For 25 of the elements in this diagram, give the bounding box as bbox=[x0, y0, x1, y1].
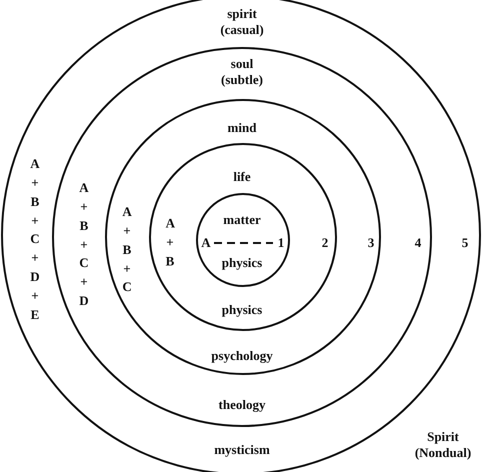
ring-label: life bbox=[233, 168, 251, 186]
ring-circle bbox=[196, 193, 290, 287]
ring-number: 5 bbox=[462, 234, 468, 252]
formula-stack: A + B bbox=[166, 214, 174, 270]
ring-number: 2 bbox=[322, 234, 328, 252]
ring-label: spirit (casual) bbox=[219, 6, 265, 38]
ring-label: matter bbox=[223, 212, 261, 228]
ring-number: 4 bbox=[414, 234, 422, 252]
ring-label: physics bbox=[222, 254, 262, 272]
formula-stack: A + B + C + D bbox=[79, 179, 89, 310]
ring-label: soul (subtle) bbox=[220, 56, 264, 88]
formula-stack: A + B + C bbox=[122, 202, 132, 296]
ring-label: mind bbox=[228, 120, 256, 136]
ring-label: physics bbox=[222, 302, 262, 318]
ring-circle bbox=[52, 47, 432, 427]
ring-circle bbox=[149, 143, 337, 331]
ring-circle bbox=[105, 99, 381, 375]
ring-number: 1 bbox=[278, 234, 284, 252]
ring-label: psychology bbox=[211, 348, 273, 364]
ring-number: 3 bbox=[368, 234, 374, 252]
ring-label: mysticism bbox=[214, 442, 270, 458]
formula-stack: A + B + C + D + E bbox=[30, 155, 40, 324]
ring-number: A bbox=[201, 234, 211, 252]
outer-label: Spirit (Nondual) bbox=[414, 428, 472, 462]
ring-label: theology bbox=[218, 396, 266, 414]
